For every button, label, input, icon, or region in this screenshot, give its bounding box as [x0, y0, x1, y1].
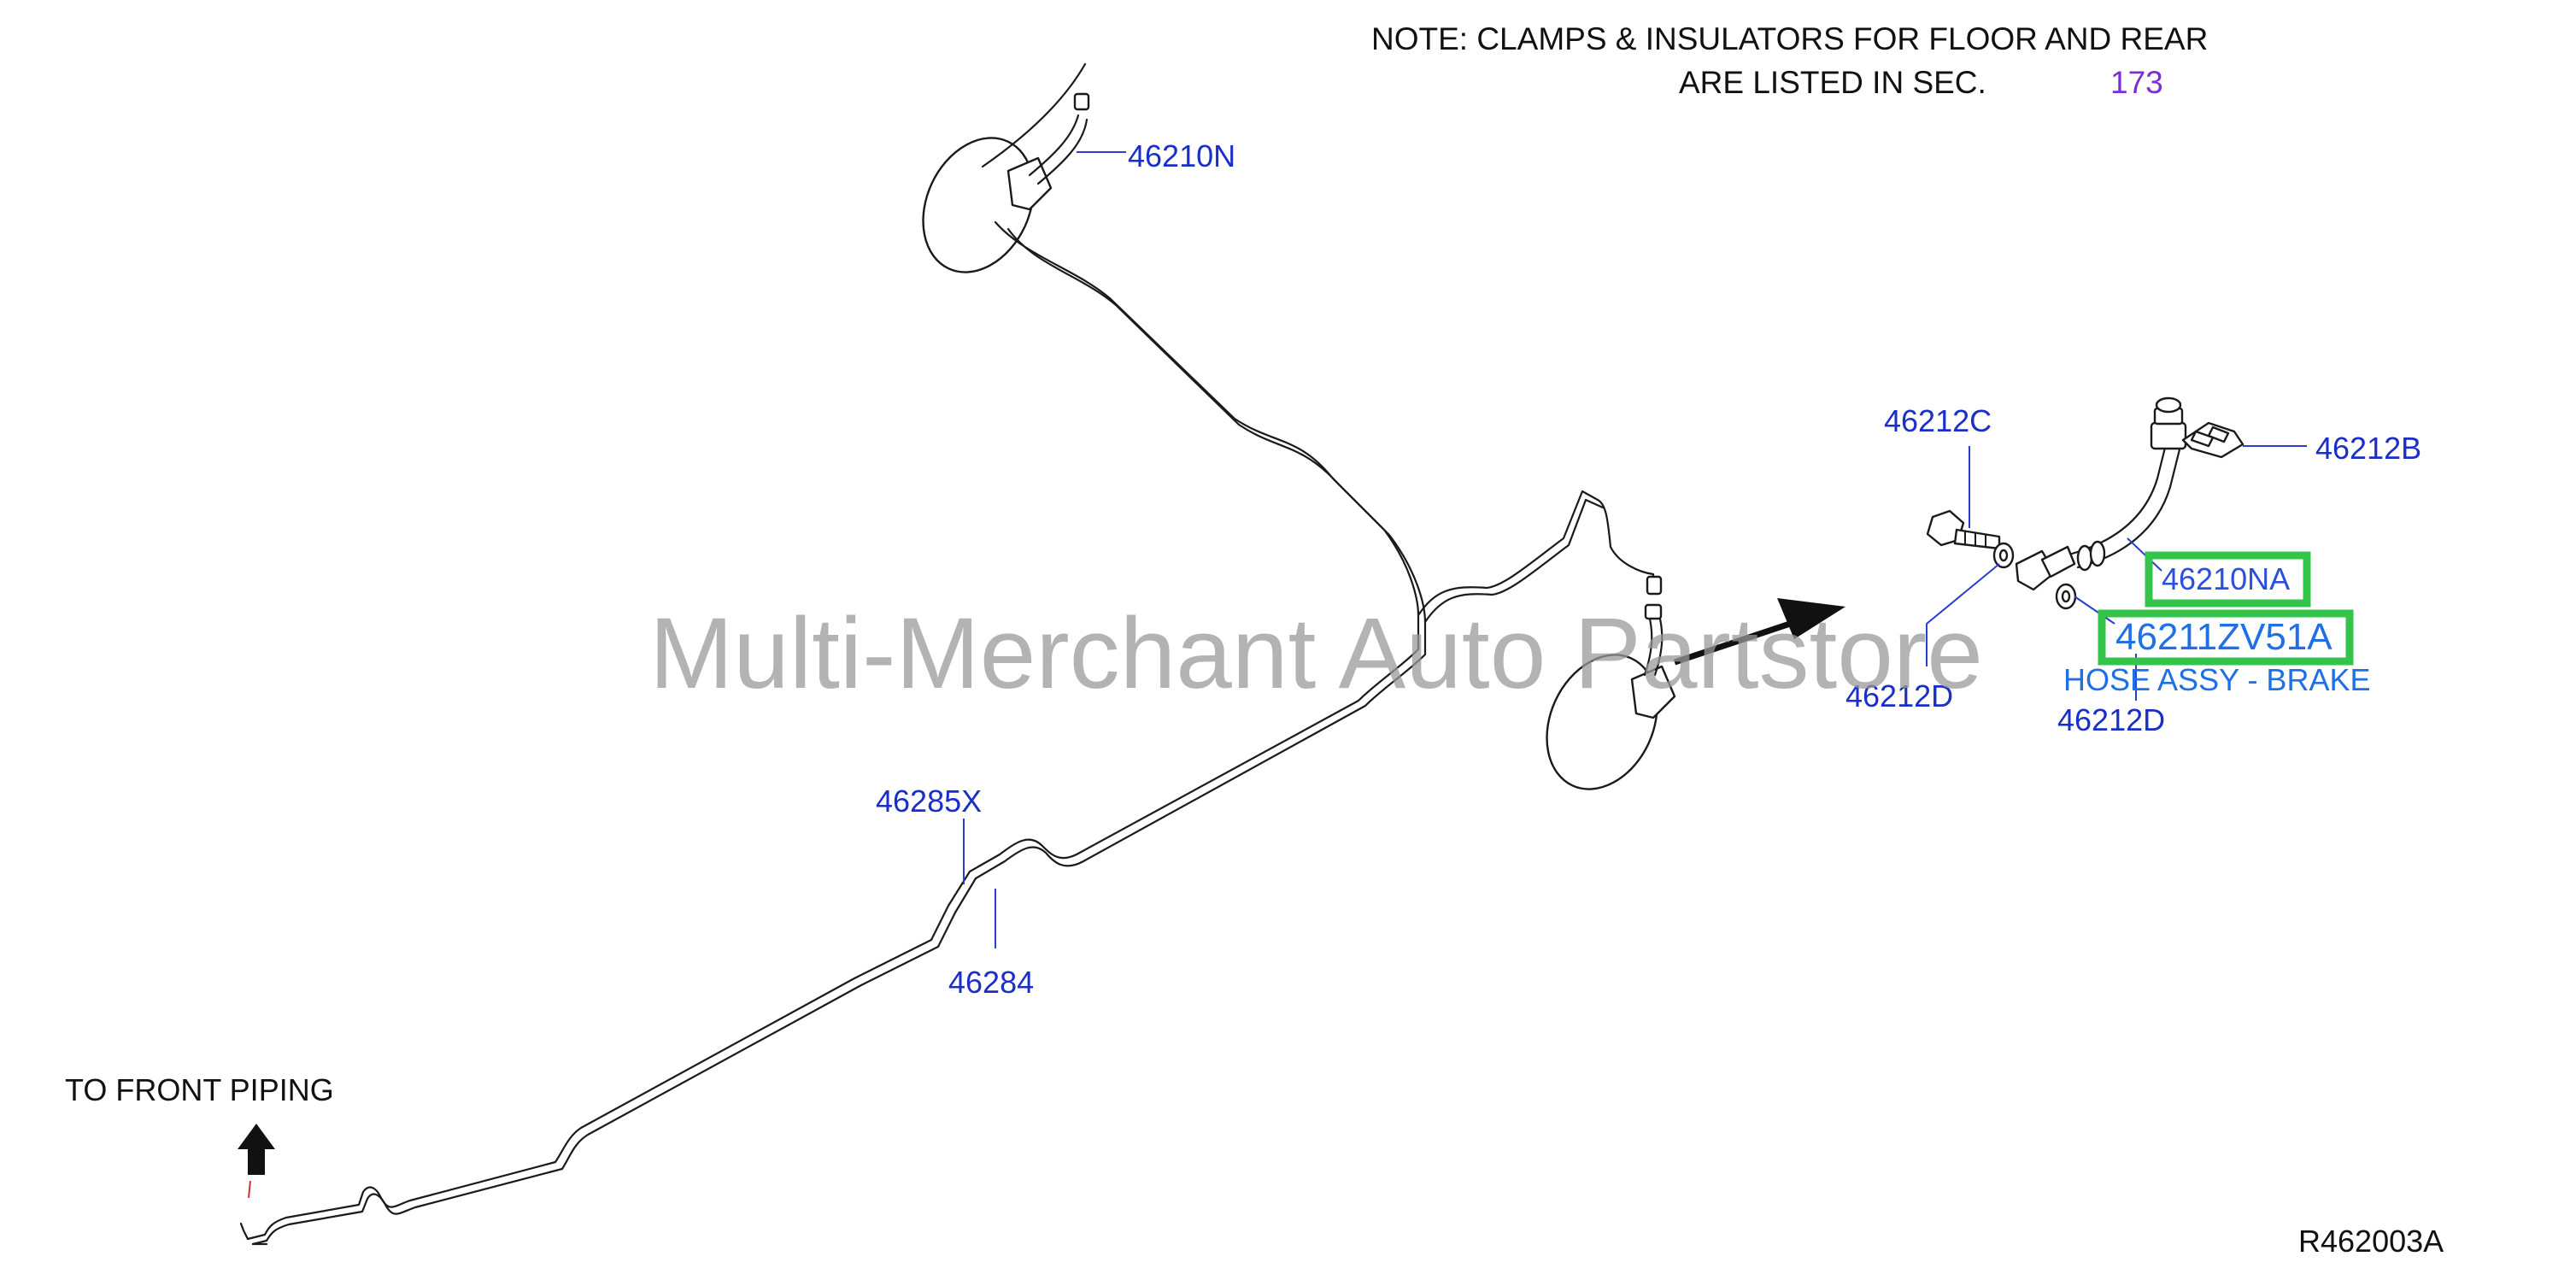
to-front-piping-label: TO FRONT PIPING [65, 1072, 334, 1107]
callout-46284[interactable]: 46284 [948, 965, 1034, 1000]
to-front-arrow [238, 1124, 275, 1199]
callout-46210N[interactable]: 46210N [1128, 138, 1235, 173]
callout-46212D-left[interactable]: 46212D [1845, 678, 1953, 713]
highlight-box-46211ZV51A [2098, 609, 2354, 666]
brake-tube-main [246, 220, 1420, 1241]
note-line-1: NOTE: CLAMPS & INSULATORS FOR FLOOR AND … [1371, 21, 2208, 56]
callout-46210NA[interactable]: 46210NA [2162, 561, 2290, 596]
watermark: Multi-Merchant Auto Partstore [649, 597, 1983, 710]
backing-plate-lower [1546, 603, 1676, 790]
callout-46212C[interactable]: 46212C [1884, 403, 1992, 438]
callout-46285X[interactable]: 46285X [876, 784, 982, 819]
detail-arrow [1673, 598, 1845, 666]
callout-46211ZV51A[interactable]: 46211ZV51A [2115, 616, 2332, 658]
backing-plate-upper [922, 62, 1090, 273]
hose-description: HOSE ASSY - BRAKE [2063, 662, 2370, 697]
note-line-2: ARE LISTED IN SEC. [1679, 65, 1986, 100]
callout-46212B[interactable]: 46212B [2315, 431, 2421, 466]
diagram-code: R462003A [2298, 1224, 2444, 1259]
callout-46212D-right[interactable]: 46212D [2057, 702, 2165, 737]
brake-tube-branch [1417, 490, 1655, 617]
bolt-part [1926, 509, 2001, 550]
clip-part [2181, 421, 2244, 459]
highlight-box-46210NA [2145, 551, 2311, 608]
brake-hose-part [2015, 396, 2187, 591]
section-ref-link[interactable]: 173 [2110, 65, 2163, 100]
